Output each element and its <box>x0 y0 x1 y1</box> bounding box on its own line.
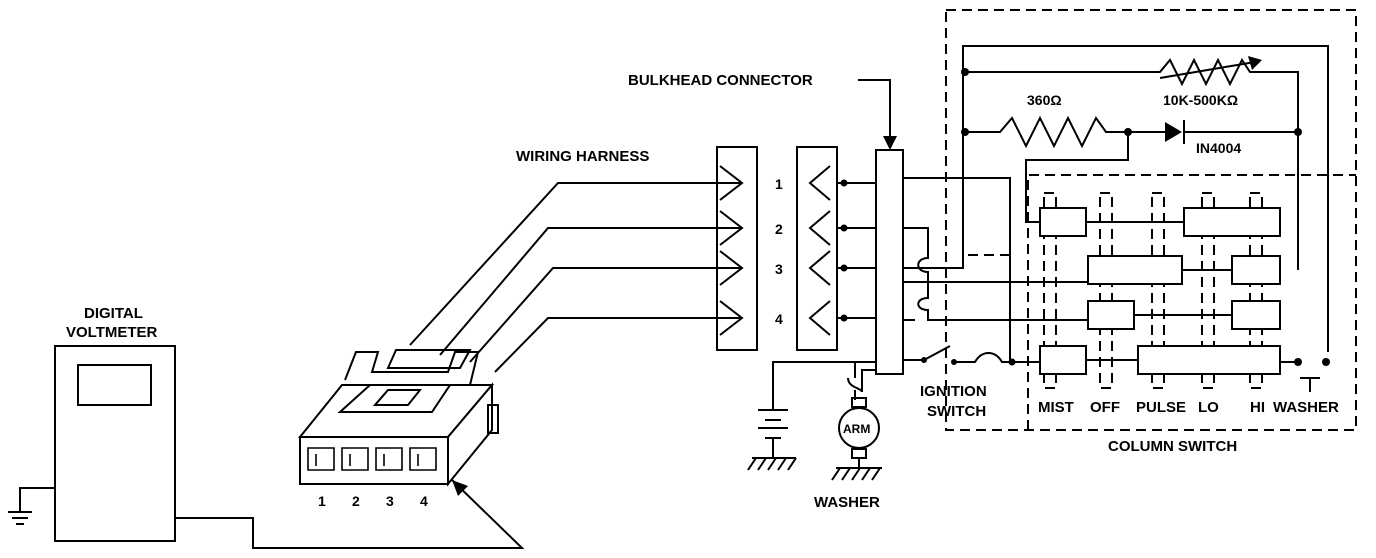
connector-pin-2: 2 <box>352 493 360 509</box>
voltmeter-label-2: VOLTMETER <box>66 324 158 341</box>
arm-label: ARM <box>843 422 870 436</box>
connector-pin-3: 3 <box>386 493 394 509</box>
connector-pin-4: 4 <box>420 493 428 509</box>
harness-label: WIRING HARNESS <box>516 148 649 165</box>
resistor-fixed-label: 360Ω <box>1027 92 1062 108</box>
position-off: OFF <box>1090 399 1120 416</box>
bulkhead-pointer <box>858 79 891 140</box>
battery-ground <box>747 361 876 471</box>
column-switch-label: COLUMN SWITCH <box>1108 438 1237 455</box>
bulkhead-to-switch-wires <box>903 45 1329 366</box>
pin-2: 2 <box>775 221 783 237</box>
pin-3: 3 <box>775 261 783 277</box>
voltmeter-label-1: DIGITAL <box>84 305 143 322</box>
washer-motor-label: WASHER <box>814 494 880 511</box>
harness-connector-half <box>716 146 758 351</box>
harness-wires <box>409 182 742 373</box>
timing-network <box>961 56 1302 270</box>
bulkhead-label: BULKHEAD CONNECTOR <box>628 72 813 89</box>
switch-contact-rails <box>1043 192 1263 389</box>
washer-motor <box>831 361 882 481</box>
column-switch-enclosure <box>945 9 1357 431</box>
pin-4: 4 <box>775 311 783 327</box>
position-lo: LO <box>1198 399 1219 416</box>
position-pulse: PULSE <box>1136 399 1186 416</box>
pin-1: 1 <box>775 176 783 192</box>
ignition-label-1: IGNITION <box>920 383 987 400</box>
column-switch-inner-boundary <box>1027 174 1356 430</box>
motor-connector <box>297 349 499 487</box>
ignition-label-2: SWITCH <box>927 403 986 420</box>
position-hi: HI <box>1250 399 1265 416</box>
bulkhead-connector-half <box>796 146 904 375</box>
switch-contacts <box>1039 207 1330 392</box>
position-mist: MIST <box>1038 399 1074 416</box>
connector-pin-1: 1 <box>318 493 326 509</box>
digital-voltmeter <box>8 345 525 549</box>
position-washer: WASHER <box>1273 399 1339 416</box>
diode-label: IN4004 <box>1196 140 1241 156</box>
resistor-var-label: 10K-500KΩ <box>1163 92 1238 108</box>
